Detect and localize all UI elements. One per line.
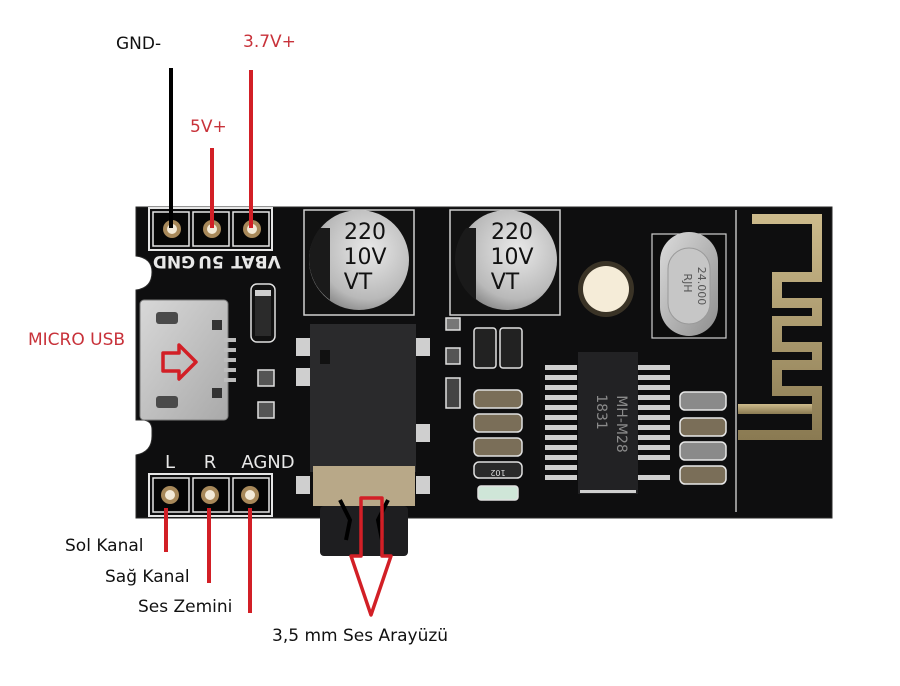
- silk-vbat: VBAT: [231, 251, 281, 271]
- label-3v7: 3.7V+: [243, 32, 296, 52]
- round-pad: [578, 261, 634, 317]
- audio-silkscreen: L R AGND: [165, 452, 295, 473]
- crystal-oscillator: RJH 24.000: [651, 232, 727, 339]
- silk-5u: 5U: [198, 251, 224, 271]
- label-audio-ground: Ses Zemini: [138, 597, 233, 617]
- svg-text:10V: 10V: [490, 245, 533, 270]
- audio-jack: [296, 324, 430, 556]
- label-5v: 5V+: [190, 117, 227, 137]
- arrow-down-icon: [349, 496, 393, 617]
- label-micro-usb: MICRO USB: [28, 330, 126, 350]
- capacitor-1: 220 10V VT: [303, 209, 415, 316]
- audio-header: [148, 473, 273, 517]
- svg-text:220: 220: [344, 220, 386, 245]
- smd-pad: [257, 401, 275, 419]
- label-left-channel: Sol Kanal: [65, 536, 144, 556]
- svg-text:VT: VT: [491, 270, 520, 295]
- svg-text:1831: 1831: [593, 394, 609, 430]
- svg-text:24.000: 24.000: [695, 267, 708, 306]
- arrow-right-icon: [161, 343, 198, 381]
- svg-text:RJH: RJH: [681, 273, 694, 292]
- resistor-code: 102: [490, 468, 505, 477]
- label-gnd: GND-: [116, 34, 162, 54]
- main-chip: MH-M28 1831: [545, 352, 670, 494]
- silk-r: R: [204, 452, 217, 473]
- micro-usb-connector: [139, 299, 236, 421]
- silk-l: L: [165, 452, 175, 473]
- silk-gnd: GND: [153, 251, 195, 271]
- silk-agnd: AGND: [241, 452, 294, 473]
- svg-text:220: 220: [491, 220, 533, 245]
- pcb-antenna: [735, 210, 822, 512]
- smd-resistors-right: [679, 391, 727, 485]
- label-audio-jack: 3,5 mm Ses Arayüzü: [272, 626, 449, 646]
- label-right-channel: Sağ Kanal: [105, 567, 190, 587]
- smd-pad: [257, 369, 275, 387]
- power-silkscreen: GND 5U VBAT: [153, 251, 281, 271]
- diode: [250, 283, 276, 343]
- svg-text:10V: 10V: [343, 245, 386, 270]
- svg-text:VT: VT: [344, 270, 373, 295]
- svg-text:MH-M28: MH-M28: [613, 395, 629, 453]
- capacitor-2: 220 10V VT: [449, 209, 561, 316]
- smd-resistors: [445, 317, 523, 501]
